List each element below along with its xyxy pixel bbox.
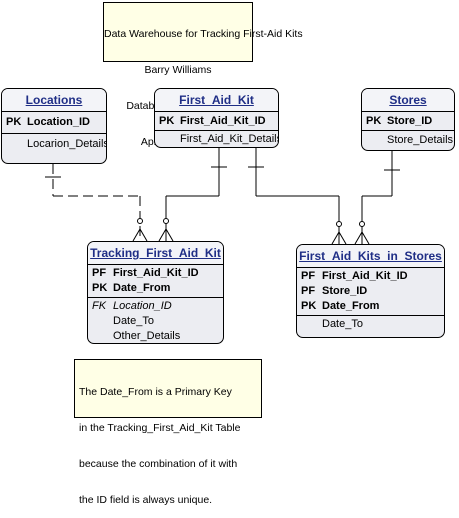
attribute-section: First_Aid_Kit_Details [155, 131, 278, 147]
rel-locations-tracking [45, 164, 148, 242]
entity-header: Tracking_First_Aid_Kit [88, 242, 223, 265]
attribute-name: Date_From [113, 282, 171, 294]
pk-section: PK First_Aid_Kit_ID [155, 112, 278, 131]
attribute-row: PF First_Aid_Kit_ID [92, 266, 223, 281]
author-line: Barry Williams [144, 64, 212, 76]
entity-locations[interactable]: Locations PK Location_ID Locarion_Detail… [1, 88, 107, 164]
attribute-name: First_Aid_Kit_Details [180, 133, 279, 145]
attribute-name: First_Aid_Kit_ID [322, 270, 408, 282]
attribute-row: PF Store_ID [301, 284, 444, 299]
entity-stores[interactable]: Stores PK Store_ID Store_Details [361, 88, 455, 151]
entity-header: First_Aid_Kit [155, 89, 278, 112]
attribute-row: PK Store_ID [366, 114, 454, 129]
entity-title: Stores [389, 93, 427, 107]
entity-first-aid-kit[interactable]: First_Aid_Kit PK First_Aid_Kit_ID First_… [154, 88, 279, 148]
entity-header: Stores [362, 89, 454, 112]
entity-title: Locations [25, 93, 83, 107]
attribute-row: Other_Details [92, 329, 223, 343]
attribute-row: Locarion_Details [6, 137, 106, 152]
entity-header: Locations [2, 89, 106, 112]
note-line: the ID field is always unique. [79, 494, 213, 506]
pk-section: PF First_Aid_Kit_ID PK Date_From [88, 265, 223, 298]
attribute-section: Locarion_Details [2, 134, 106, 155]
attribute-name: Location_ID [27, 116, 90, 128]
key-tag: PK [6, 116, 22, 128]
title-line: Data Warehouse for Tracking First-Aid Ki… [104, 28, 303, 40]
key-tag [301, 317, 322, 332]
entity-first-aid-kits-in-stores[interactable]: First_Aid_Kits_in_Stores PF First_Aid_Ki… [296, 244, 445, 338]
attribute-section: Store_Details [362, 131, 454, 150]
entity-title: First_Aid_Kits_in_Stores [299, 249, 442, 263]
attribute-row: FK Location_ID [92, 299, 223, 314]
title-note: Data Warehouse for Tracking First-Aid Ki… [103, 2, 303, 148]
attribute-name: First_Aid_Kit_ID [180, 115, 266, 127]
pk-section: PK Store_ID [362, 112, 454, 131]
attribute-row: PK First_Aid_Kit_ID [159, 114, 278, 129]
note-line: because the combination of it with [79, 458, 238, 470]
attribute-name: Location_ID [113, 300, 172, 312]
attribute-row: PK Location_ID [6, 115, 106, 130]
attribute-name: Other_Details [113, 330, 181, 342]
entity-title: First_Aid_Kit [179, 93, 254, 107]
key-tag [92, 329, 113, 343]
rel-kit-kitsinstores [248, 148, 347, 245]
key-tag: PF [301, 285, 316, 297]
attribute-name: Store_Details [387, 134, 454, 146]
key-tag: PK [366, 115, 382, 127]
attribute-name: Store_ID [387, 115, 433, 127]
attribute-row: Store_Details [366, 133, 454, 148]
attribute-name: First_Aid_Kit_ID [113, 267, 199, 279]
note-line: The Date_From is a Primary Key [79, 386, 232, 398]
key-tag: PF [301, 270, 316, 282]
key-tag [92, 314, 113, 329]
relationship-lines [45, 148, 400, 245]
entity-header: First_Aid_Kits_in_Stores [297, 245, 444, 268]
key-tag: PK [301, 300, 317, 312]
rel-stores-kitsinstores [354, 151, 400, 245]
attribute-name: Date_To [113, 315, 154, 327]
attribute-name: Locarion_Details [27, 138, 107, 150]
key-tag [159, 132, 180, 147]
entity-tracking-first-aid-kit[interactable]: Tracking_First_Aid_Kit PF First_Aid_Kit_… [87, 241, 224, 344]
key-tag: PF [92, 267, 107, 279]
pk-section: PF First_Aid_Kit_ID PF Store_ID PK Date_… [297, 268, 444, 316]
attribute-section: Date_To [297, 316, 444, 335]
attribute-row: First_Aid_Kit_Details [159, 132, 278, 147]
attribute-name: Store_ID [322, 285, 368, 297]
attribute-name: Date_To [322, 318, 363, 330]
note-line: in the Tracking_First_Aid_Kit Table [79, 422, 241, 434]
attribute-section: FK Location_ID Date_To Other_Details [88, 298, 223, 343]
key-tag [366, 133, 387, 148]
key-tag: PK [92, 282, 108, 294]
key-tag: FK [92, 300, 107, 312]
rel-kit-tracking [158, 148, 227, 242]
primary-key-note: The Date_From is a Primary Key in the Tr… [74, 359, 262, 506]
key-tag: PK [159, 115, 175, 127]
attribute-row: PF First_Aid_Kit_ID [301, 269, 444, 284]
pk-section: PK Location_ID [2, 112, 106, 134]
attribute-row: PK Date_From [301, 299, 444, 314]
entity-title: Tracking_First_Aid_Kit [90, 246, 221, 260]
attribute-row: PK Date_From [92, 281, 223, 296]
key-tag [6, 137, 27, 152]
attribute-name: Date_From [322, 300, 380, 312]
attribute-row: Date_To [92, 314, 223, 329]
attribute-row: Date_To [301, 317, 444, 332]
